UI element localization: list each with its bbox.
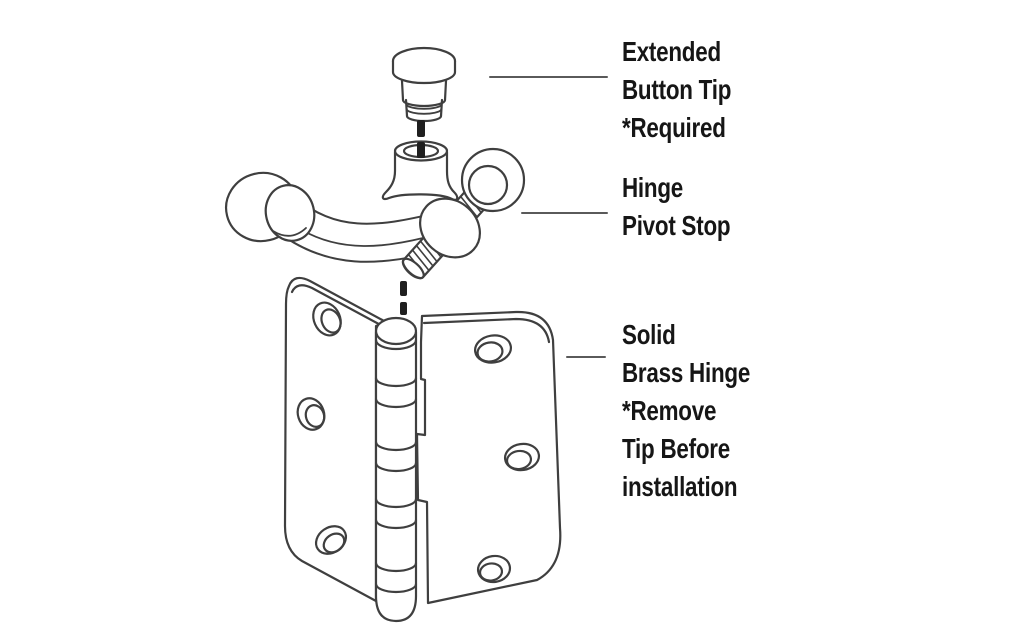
hinge-left-leaf (283, 276, 388, 603)
screw-hole-inner (476, 341, 504, 363)
tip-bottom-edge (405, 114, 443, 123)
knuckle-line (374, 376, 418, 388)
tip-thread-sides (404, 98, 444, 118)
hinge-right-leaf (415, 310, 562, 605)
knuckle-line (374, 497, 418, 509)
barrel-rim-line (374, 338, 418, 351)
label-line: Extended (622, 36, 721, 67)
label-line: Pivot Stop (622, 210, 731, 241)
barrel-top-face (374, 316, 418, 346)
screw-hole (296, 397, 326, 431)
label-line: Tip Before (622, 433, 730, 464)
hinge-left-leaf-edge-line (290, 284, 390, 331)
bumper-face-line (272, 227, 307, 237)
label-extended-button-tip: Extended Button Tip *Required (622, 33, 731, 147)
screw-hole (503, 442, 541, 472)
diagram-line-art (225, 46, 608, 623)
label-line: *Required (622, 112, 726, 143)
bumper-face (264, 184, 316, 242)
tip-body-sides (400, 79, 448, 102)
screw-hole-inner (478, 562, 504, 582)
hinge-barrel (374, 330, 418, 623)
label-line: Brass Hinge (622, 357, 751, 388)
screw-hole-inner (320, 308, 342, 334)
screw-hole-inner (304, 404, 326, 428)
leader-lines (489, 76, 608, 358)
pivot-arm-contour-line (301, 229, 424, 247)
label-solid-brass-hinge: Solid Brass Hinge *Remove Tip Before ins… (622, 316, 750, 506)
screw-tip-face (401, 257, 425, 280)
knob-bumper-face (467, 164, 509, 206)
tip-thread-lines (405, 104, 443, 115)
hinge-right-leaf-edge-line (422, 317, 551, 344)
screw-hole-inner (322, 532, 346, 554)
knuckle-line (374, 461, 418, 473)
alignment-dash (400, 302, 407, 315)
alignment-dashes-upper (417, 120, 425, 158)
knuckle-line (374, 582, 418, 594)
knuckle-line (374, 561, 418, 573)
screw-hole-inner (505, 449, 533, 471)
extended-button-tip-drawing (391, 46, 457, 158)
label-line: Hinge (622, 172, 684, 203)
alignment-dash (400, 281, 407, 296)
label-line: installation (622, 471, 738, 502)
screw-collar-boss (419, 197, 481, 259)
label-line: Button Tip (622, 74, 732, 105)
label-hinge-pivot-stop: Hinge Pivot Stop (622, 169, 731, 245)
knuckle-line (374, 397, 418, 409)
screw-hole (473, 334, 513, 364)
alignment-dashes-lower (400, 281, 407, 315)
solid-brass-hinge-drawing (283, 276, 562, 623)
label-line: Solid (622, 319, 676, 350)
tip-cap-rim (391, 59, 457, 85)
socket-post (381, 150, 459, 201)
alignment-dash (417, 120, 425, 137)
tip-body-bottom-line (401, 98, 447, 108)
screw-hole (312, 301, 342, 337)
hinge-pivot-stop-drawing (225, 140, 526, 280)
alignment-dash (417, 142, 425, 158)
knuckle-line (374, 440, 418, 452)
label-line: *Remove (622, 395, 717, 426)
screw-hole (476, 554, 512, 584)
knuckle-line (374, 518, 418, 530)
